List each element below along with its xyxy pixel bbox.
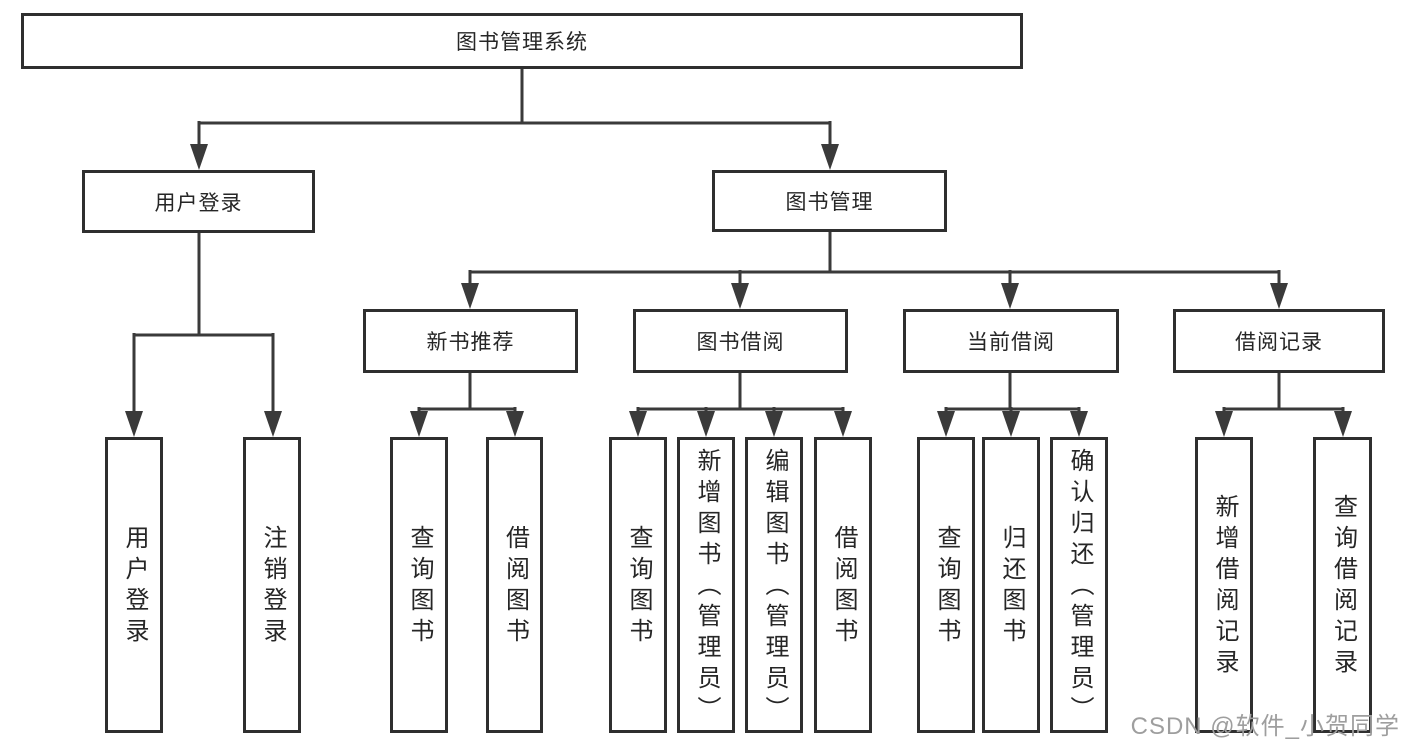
- arrowhead: [731, 283, 749, 309]
- leaf-borrow-books: 借阅图书: [814, 437, 872, 733]
- connector-records-to-leaves: [1222, 373, 1345, 417]
- arrowhead: [937, 411, 955, 437]
- node-root-system: 图书管理系统: [21, 13, 1023, 69]
- arrowhead: [1334, 411, 1352, 437]
- arrowhead: [190, 144, 208, 170]
- connector-root-to-level2: [197, 69, 832, 150]
- arrowhead: [461, 283, 479, 309]
- connector-newbook-to-leaves: [417, 373, 517, 417]
- connector-bookmgmt-to-level3: [468, 232, 1281, 289]
- node-book-management: 图书管理: [712, 170, 947, 232]
- leaf-logout: 注销登录: [243, 437, 301, 733]
- leaf-add-books-admin: 新增图书（管理员）: [677, 437, 735, 733]
- node-user-login: 用户登录: [82, 170, 315, 233]
- node-new-book-recommend: 新书推荐: [363, 309, 578, 373]
- leaf-add-borrow-record: 新增借阅记录: [1195, 437, 1253, 733]
- arrowhead: [629, 411, 647, 437]
- arrowhead: [697, 411, 715, 437]
- leaf-confirm-return-admin: 确认归还（管理员）: [1050, 437, 1108, 733]
- arrowhead: [834, 411, 852, 437]
- arrowhead: [1070, 411, 1088, 437]
- leaf-query-borrow-record: 查询借阅记录: [1313, 437, 1372, 733]
- arrowhead: [765, 411, 783, 437]
- arrowheads: [125, 144, 1352, 437]
- node-current-borrow: 当前借阅: [903, 309, 1119, 373]
- arrowhead: [1002, 411, 1020, 437]
- leaf-query-books-current: 查询图书: [917, 437, 975, 733]
- leaf-query-books-recommend: 查询图书: [390, 437, 448, 733]
- watermark: CSDN @软件_小贺同学: [1130, 713, 1400, 740]
- connector-current-to-leaves: [944, 373, 1081, 417]
- node-book-borrow: 图书借阅: [633, 309, 848, 373]
- arrowhead: [264, 411, 282, 437]
- arrowhead: [1001, 283, 1019, 309]
- leaf-borrow-books-recommend: 借阅图书: [486, 437, 543, 733]
- leaf-return-books: 归还图书: [982, 437, 1040, 733]
- leaf-edit-books-admin: 编辑图书（管理员）: [745, 437, 803, 733]
- leaf-query-books-borrow: 查询图书: [609, 437, 667, 733]
- arrowhead: [410, 411, 428, 437]
- arrowhead: [506, 411, 524, 437]
- arrowhead: [125, 411, 143, 437]
- connector-userlogin-to-leaves: [132, 233, 275, 416]
- arrowhead: [1270, 283, 1288, 309]
- arrowhead: [1215, 411, 1233, 437]
- leaf-user-login: 用户登录: [105, 437, 163, 733]
- arrowhead: [821, 144, 839, 170]
- connector-borrow-to-leaves: [636, 373, 845, 417]
- node-borrow-records: 借阅记录: [1173, 309, 1385, 373]
